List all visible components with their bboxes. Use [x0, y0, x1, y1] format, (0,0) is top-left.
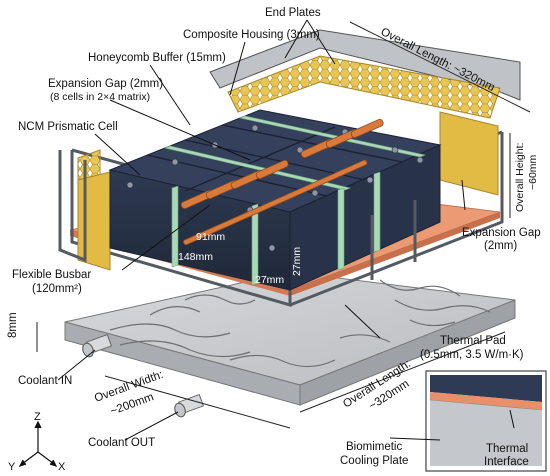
label-expansion-gap-top: Expansion Gap (2mm): [48, 78, 163, 90]
label-expansion-gap-right: Expansion Gap: [462, 227, 541, 239]
dimension-lines: [36, 21, 531, 429]
label-coolant-in: Coolant IN: [18, 375, 72, 387]
expansion-gap-strips: [164, 115, 427, 286]
axis-triad: [18, 420, 58, 468]
label-expansion-gap-right-sub: (2mm): [484, 240, 517, 252]
axis-x-label: X: [58, 461, 66, 473]
label-thermal-interface: Thermal: [486, 443, 528, 455]
label-ncm-cell: NCM Prismatic Cell: [18, 121, 118, 133]
honeycomb-buffer: [77, 55, 501, 271]
axis-y-label: Y: [8, 461, 16, 473]
label-thermal-pad-sub: (0.5mm, 3.5 W/m·K): [420, 349, 524, 361]
label-end-plates: End Plates: [265, 7, 321, 19]
inset-thermal-interface: [425, 370, 547, 472]
flexible-busbars: [180, 118, 384, 246]
cell-dim-148: 148mm: [178, 251, 213, 263]
label-composite-housing: Composite Housing (3mm): [183, 29, 320, 41]
label-overall-height-value: ~60mm: [527, 154, 539, 190]
cooling-plate: [64, 271, 516, 406]
cell-dim-91: 91mm: [196, 231, 225, 243]
label-thermal-interface-sub: Interface: [484, 456, 529, 468]
label-cooling-plate: Cooling Plate: [340, 455, 408, 467]
front-frame-bars: [58, 150, 417, 280]
leader-lines: [57, 19, 515, 441]
label-plate-dim-8: 8mm: [7, 312, 19, 338]
label-biomimetic: Biomimetic: [346, 441, 402, 453]
label-flexible-busbar: Flexible Busbar: [12, 269, 91, 281]
label-thermal-pad: Thermal Pad: [440, 335, 506, 347]
label-overall-height: Overall Height:: [514, 143, 526, 212]
cell-dim-27a: 27mm: [255, 274, 284, 286]
label-coolant-out: Coolant OUT: [88, 437, 155, 449]
label-flexible-busbar-sub: (120mm²): [32, 283, 82, 295]
cell-dim-27b: 27mm: [291, 247, 303, 276]
label-honeycomb-buffer: Honeycomb Buffer (15mm): [88, 52, 226, 64]
end-plate-back: [209, 29, 521, 101]
biomimetic-channels: [109, 279, 491, 368]
axis-z-label: Z: [34, 411, 41, 423]
coolant-out-pipe: [174, 393, 205, 418]
label-expansion-gap-top-sub: (8 cells in 2×4 matrix): [50, 91, 150, 103]
